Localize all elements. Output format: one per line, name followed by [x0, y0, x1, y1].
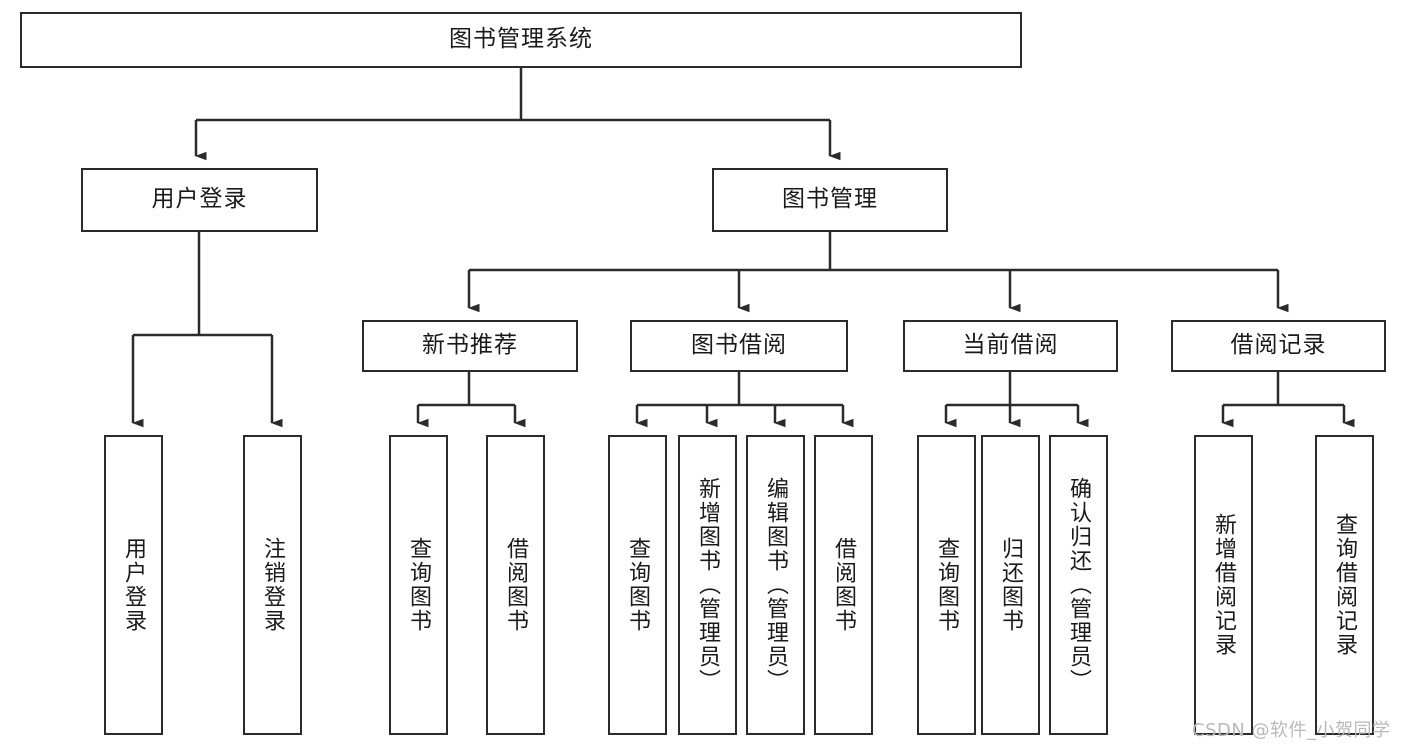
leaf-user-login-login[interactable]: 用户登录 — [104, 435, 163, 735]
leaf-book-borrow-edit-book-admin[interactable]: 编辑图书（管理员） — [746, 435, 805, 735]
node-current-borrow[interactable]: 当前借阅 — [903, 320, 1118, 372]
leaf-current-borrow-query-book[interactable]: 查询图书 — [917, 435, 976, 735]
leaf-new-book-borrow-book[interactable]: 借阅图书 — [486, 435, 545, 735]
node-label: 当前借阅 — [962, 332, 1059, 359]
node-label: 编辑图书（管理员） — [763, 477, 789, 693]
leaf-book-borrow-borrow-book[interactable]: 借阅图书 — [814, 435, 873, 735]
leaf-borrow-record-add-record[interactable]: 新增借阅记录 — [1194, 435, 1253, 735]
node-label: 注销登录 — [260, 537, 286, 633]
node-label: 查询图书 — [934, 537, 960, 633]
node-label: 用户登录 — [121, 537, 147, 633]
node-label: 借阅图书 — [503, 537, 529, 633]
node-label: 图书管理系统 — [449, 26, 593, 53]
node-label: 新增图书（管理员） — [695, 477, 721, 693]
leaf-new-book-query-book[interactable]: 查询图书 — [389, 435, 448, 735]
node-user-login[interactable]: 用户登录 — [81, 168, 318, 232]
watermark-text: CSDN @软件_小贺同学 — [1192, 720, 1391, 741]
node-book-management[interactable]: 图书管理 — [712, 168, 948, 232]
leaf-user-login-logout[interactable]: 注销登录 — [243, 435, 302, 735]
leaf-current-borrow-return-book[interactable]: 归还图书 — [981, 435, 1040, 735]
node-label: 查询借阅记录 — [1332, 513, 1358, 657]
node-label: 查询图书 — [406, 537, 432, 633]
node-label: 图书借阅 — [691, 332, 787, 359]
node-borrow-record[interactable]: 借阅记录 — [1171, 320, 1386, 372]
node-label: 确认归还（管理员） — [1066, 477, 1092, 693]
leaf-current-borrow-confirm-return-admin[interactable]: 确认归还（管理员） — [1049, 435, 1108, 735]
node-label: 新增借阅记录 — [1211, 513, 1237, 657]
leaf-book-borrow-query-book[interactable]: 查询图书 — [608, 435, 667, 735]
node-new-book-recommend[interactable]: 新书推荐 — [362, 320, 578, 372]
node-label: 借阅记录 — [1230, 332, 1327, 359]
node-root-book-management-system[interactable]: 图书管理系统 — [20, 12, 1022, 68]
node-book-borrow[interactable]: 图书借阅 — [630, 320, 848, 372]
node-label: 借阅图书 — [831, 537, 857, 633]
leaf-borrow-record-query-record[interactable]: 查询借阅记录 — [1315, 435, 1374, 735]
node-label: 图书管理 — [782, 186, 878, 213]
node-label: 归还图书 — [998, 537, 1024, 633]
node-label: 用户登录 — [151, 186, 248, 213]
node-label: 查询图书 — [625, 537, 651, 633]
leaf-book-borrow-add-book-admin[interactable]: 新增图书（管理员） — [678, 435, 737, 735]
node-label: 新书推荐 — [422, 332, 518, 359]
